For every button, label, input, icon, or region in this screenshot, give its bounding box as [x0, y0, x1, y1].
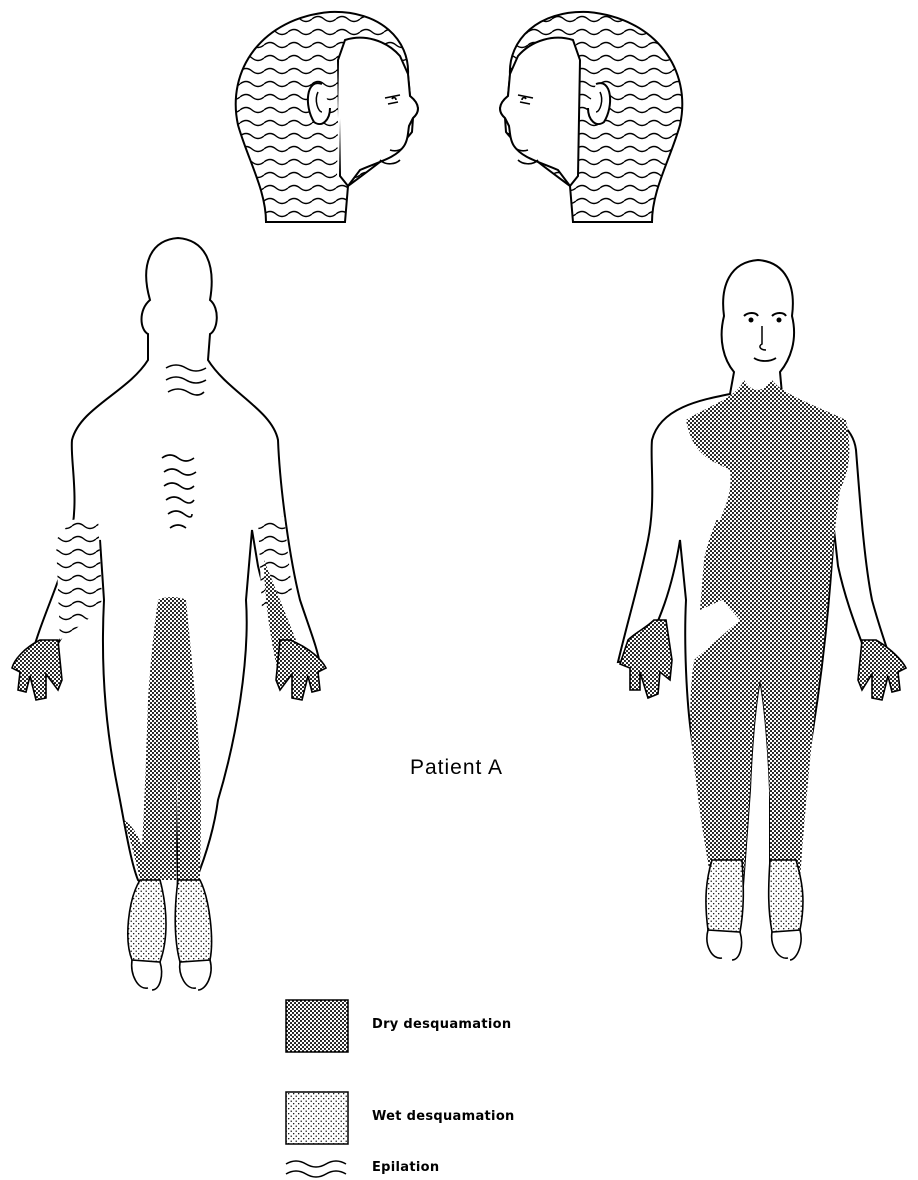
head-profile-right — [236, 12, 418, 222]
figure-back-view — [12, 238, 326, 990]
legend-label-wet-desquamation: Wet desquamation — [372, 1109, 515, 1124]
legend-swatches — [286, 1000, 348, 1177]
sparse-dot-pattern-icon — [286, 1092, 348, 1144]
wavy-lines-icon — [286, 1161, 346, 1177]
dense-dot-pattern-icon — [286, 1000, 348, 1052]
figure-caption: Patient A — [410, 756, 503, 780]
figure-front-view — [618, 260, 906, 960]
legend-label-epilation: Epilation — [372, 1160, 439, 1175]
head-profile-left — [500, 12, 682, 222]
legend-label-dry-desquamation: Dry desquamation — [372, 1017, 511, 1032]
